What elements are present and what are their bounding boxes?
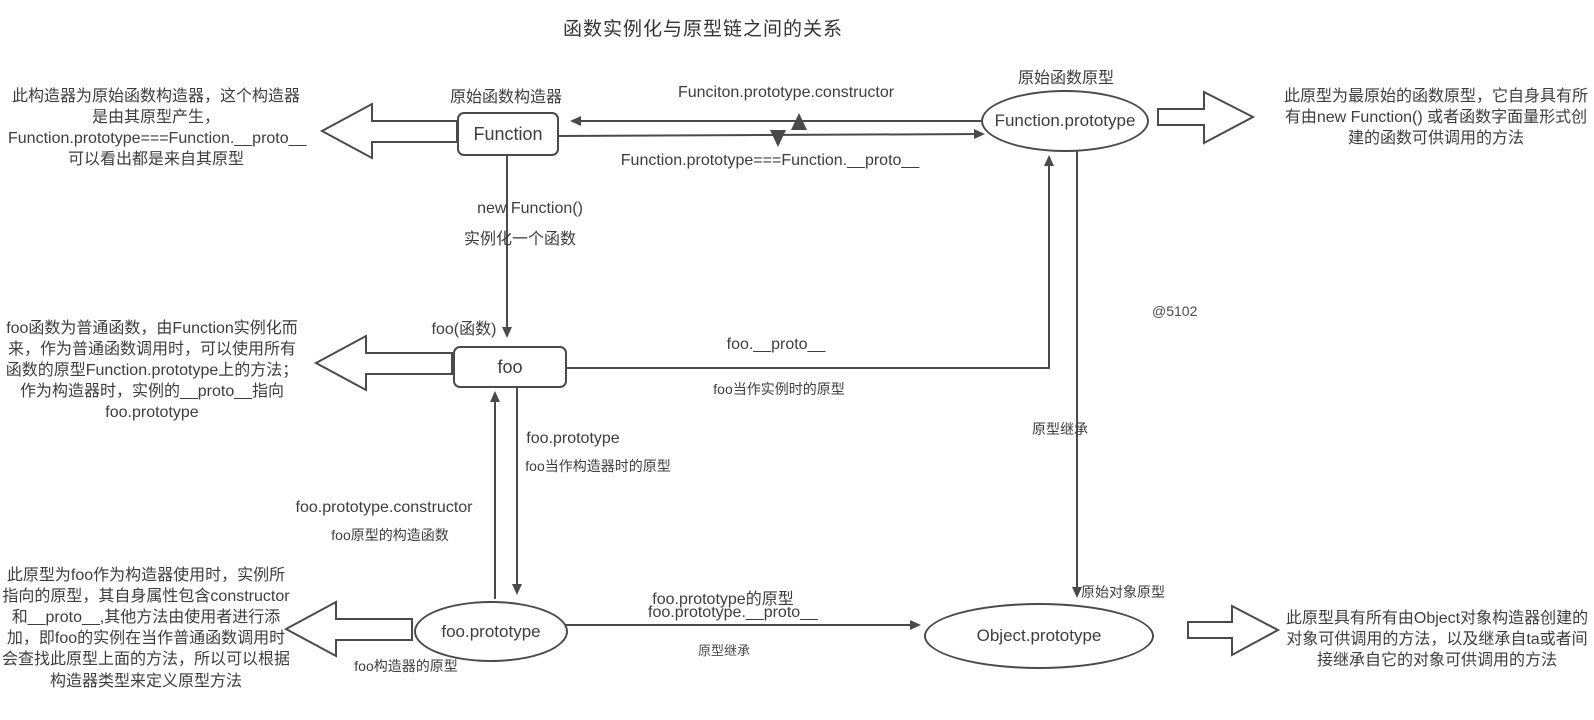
node-foo-prototype-label: foo.prototype	[441, 621, 541, 641]
note-top-left: 此构造器为原始函数构造器，这个构造器是由其原型产生，Function.proto…	[8, 88, 307, 169]
node-function-caption: 原始函数构造器	[449, 89, 563, 106]
edge-label-foo-prototype-constructor-caption: foo原型的构造函数	[331, 527, 449, 543]
hollow-arrow-bottom-right-icon	[1187, 604, 1281, 657]
edge-label-foo-prototype: foo.prototype	[526, 430, 620, 447]
node-function: Function	[457, 112, 559, 156]
edge-label-foo-prototype-caption: foo当作构造器时的原型	[525, 458, 671, 474]
edge-label-foo-prototype-constructor: foo.prototype.constructor	[295, 499, 473, 516]
hollow-arrow-bottom-left-icon	[283, 600, 413, 658]
mid-down-arrowhead	[770, 130, 786, 147]
node-foo-label: foo	[497, 356, 523, 377]
node-object-prototype-caption: 原始对象原型	[1081, 584, 1165, 600]
hollow-arrow-top-right-icon	[1157, 90, 1256, 145]
node-function-prototype-label: Function.prototype	[994, 111, 1136, 130]
node-object-prototype: Object.prototype	[924, 603, 1154, 669]
edge-label-new-function: new Function()	[477, 200, 583, 217]
node-foo-caption: foo(函数)	[431, 321, 497, 338]
node-foo-prototype-caption: foo构造器的原型	[354, 658, 458, 674]
node-object-prototype-label: Object.prototype	[976, 626, 1102, 645]
node-function-label: Function	[473, 123, 543, 144]
diagram-title: 函数实例化与原型链之间的关系	[562, 19, 844, 40]
note-top-right: 此原型为最原始的函数原型，它自身具有所有由new Function() 或者函数…	[1284, 88, 1589, 148]
arrow-proto-equality	[556, 129, 985, 140]
hollow-arrow-top-left-icon	[319, 102, 458, 160]
edge-label-foo-proto-caption: foo当作实例时的原型	[713, 381, 845, 397]
edge-label-proto-equality: Function.prototype===Function.__proto__	[620, 152, 920, 169]
arrow-foo-proto	[563, 155, 1054, 369]
node-function-prototype: Function.prototype	[981, 90, 1149, 152]
watermark: @5102	[1152, 303, 1198, 319]
node-function-prototype-caption: 原始函数原型	[1017, 70, 1115, 87]
edge-label-foo-prototype-proto-title: foo.prototype的原型	[652, 591, 794, 608]
node-foo: foo	[453, 346, 567, 388]
hollow-arrow-middle-left-icon	[313, 334, 453, 392]
edge-label-prototype-inherit-right: 原型继承	[1032, 421, 1088, 437]
edge-label-prototype-constructor: Funciton.prototype.constructor	[677, 84, 895, 101]
edge-label-new-function-caption: 实例化一个函数	[463, 231, 577, 248]
edge-label-foo-proto: foo.__proto__	[726, 336, 826, 353]
node-foo-prototype: foo.prototype	[414, 601, 568, 662]
note-bottom-left: 此原型为foo作为构造器使用时，实例所指向的原型，其自身属性包含construc…	[1, 567, 290, 690]
edge-label-prototype-inherit-bottom: 原型继承	[697, 643, 751, 658]
note-middle-left: foo函数为普通函数，由Function实例化而来，作为普通函数调用时，可以使用…	[5, 320, 299, 422]
note-bottom-right: 此原型具有所有由Object对象构造器创建的对象可供调用的方法，以及继承自ta或…	[1285, 610, 1589, 670]
edge-label-foo-prototype-proto: foo.prototype.__proto__	[648, 604, 818, 621]
mid-up-arrowhead	[791, 113, 807, 130]
